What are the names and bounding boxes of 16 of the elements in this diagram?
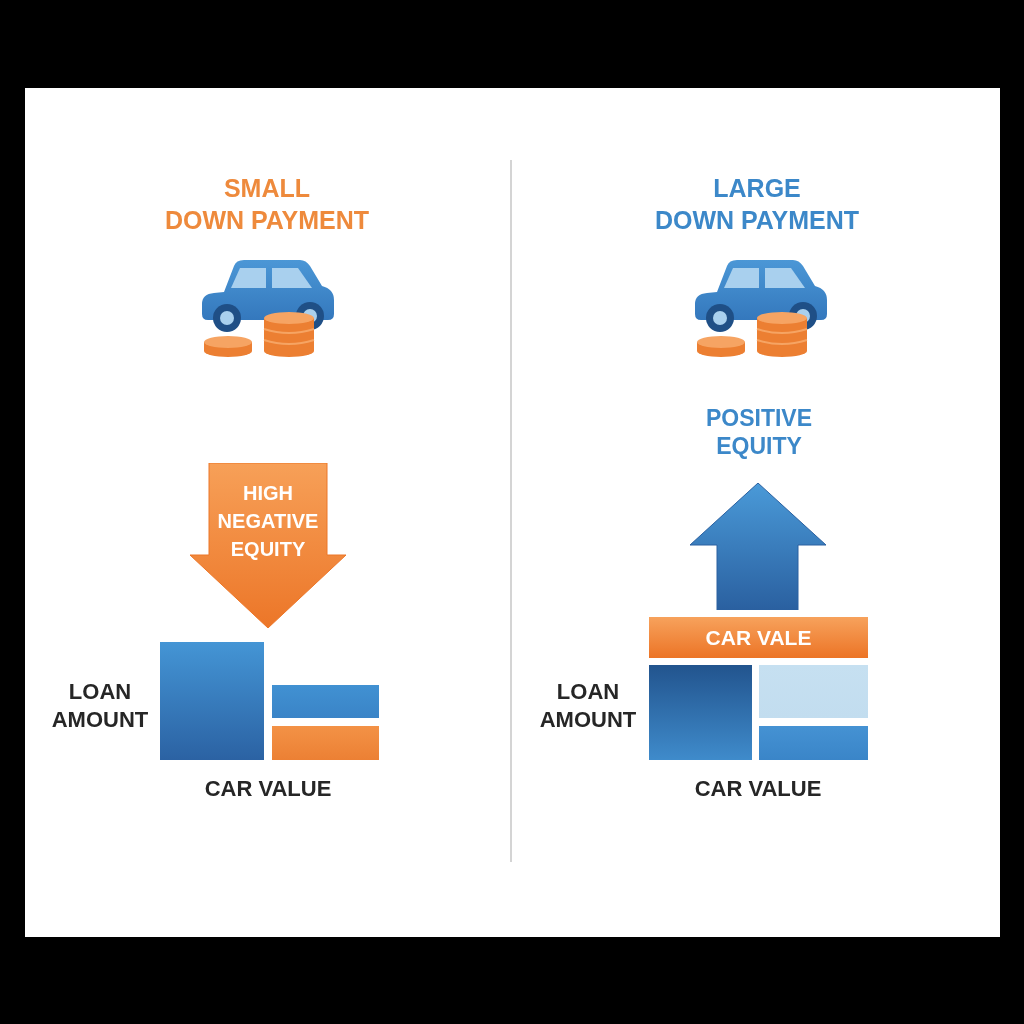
chart-bar xyxy=(759,726,868,760)
arrow-label: HIGH NEGATIVE EQUITY xyxy=(217,481,319,562)
chart-bar xyxy=(160,642,264,760)
axis-label: CAR VALUE xyxy=(204,775,332,803)
chart-bar xyxy=(272,726,379,760)
chart-bar xyxy=(759,665,868,718)
panel-heading: LARGE DOWN PAYMENT xyxy=(654,173,860,236)
chart-bar xyxy=(649,665,752,760)
chart-bar xyxy=(649,617,868,658)
axis-label: LOAN AMOUNT xyxy=(539,678,637,734)
panel-heading: SMALL DOWN PAYMENT xyxy=(164,173,370,236)
bar-label: CAR VALE xyxy=(705,625,812,651)
axis-label: LOAN AMOUNT xyxy=(51,678,149,734)
chart-bar xyxy=(272,685,379,718)
axis-label: CAR VALUE xyxy=(694,775,822,803)
equity-label: POSITIVE EQUITY xyxy=(705,404,813,460)
